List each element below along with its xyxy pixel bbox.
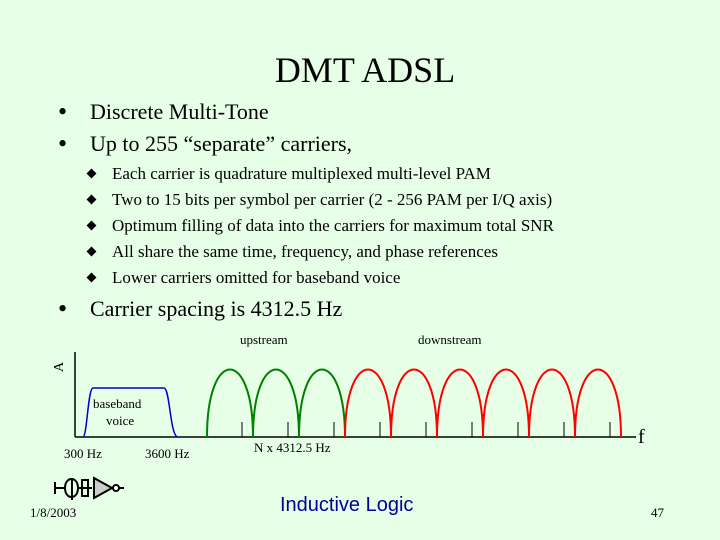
bullet-dot-icon: • (58, 97, 68, 126)
downstream-carrier-arch (344, 368, 392, 438)
bullet-text: Up to 255 “separate” carriers, (90, 131, 353, 156)
footer-logo-text: Inductive Logic (280, 494, 414, 516)
carrier-spacing-label: N x 4312.5 Hz (254, 440, 331, 455)
freq-3600-label: 3600 Hz (145, 446, 190, 461)
inductive-logic-symbol-icon (54, 476, 124, 500)
baseband-label-line1: baseband (93, 396, 142, 411)
baseband-label-line2: voice (106, 413, 135, 428)
footer-date: 1/8/2003 (30, 505, 77, 520)
tick-group (241, 422, 611, 437)
upstream-label: upstream (240, 332, 288, 347)
upstream-carrier-arch (298, 368, 346, 438)
page-number: 47 (651, 505, 664, 520)
sub-bullet-text: Optimum filling of data into the carrier… (112, 216, 554, 235)
slide-title: DMT ADSL (274, 50, 456, 90)
freq-300-label: 300 Hz (64, 446, 102, 461)
sub-bullet-text: Lower carriers omitted for baseband voic… (112, 268, 401, 287)
bullet-dot-icon: • (58, 294, 68, 323)
downstream-carrier-arch (574, 368, 622, 438)
sub-bullet-text: All share the same time, frequency, and … (112, 242, 498, 261)
bullet-text: Discrete Multi-Tone (90, 99, 269, 124)
bullet-dot-icon: • (58, 129, 68, 158)
downstream-carrier-arch (528, 368, 576, 438)
y-axis-label: A (52, 361, 67, 372)
carrier-group (206, 368, 622, 438)
bullet-text: Carrier spacing is 4312.5 Hz (90, 296, 343, 321)
upstream-carrier-arch (206, 368, 254, 438)
baseband-curve (82, 387, 179, 438)
downstream-carrier-arch (436, 368, 484, 438)
downstream-carrier-arch (482, 368, 530, 438)
sub-bullet-text: Each carrier is quadrature multiplexed m… (112, 164, 491, 183)
downstream-label: downstream (418, 332, 482, 347)
downstream-carrier-arch (390, 368, 438, 438)
upstream-carrier-arch (252, 368, 300, 438)
x-axis-label: f (638, 426, 645, 448)
sub-bullet-text: Two to 15 bits per symbol per carrier (2… (112, 190, 553, 209)
